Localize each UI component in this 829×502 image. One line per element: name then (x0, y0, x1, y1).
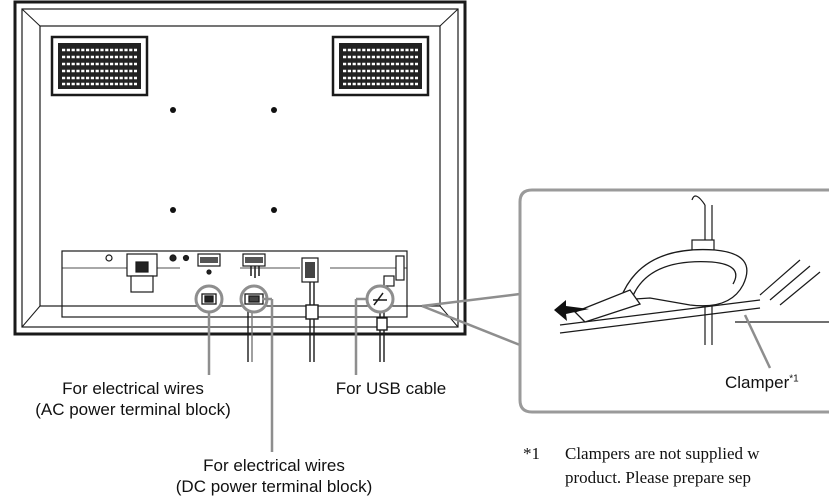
vesa-holes (170, 107, 277, 213)
label-ac-line1: For electrical wires (2, 378, 264, 399)
cables (248, 282, 387, 362)
label-dc-terminal: For electrical wires (DC power terminal … (166, 455, 382, 497)
label-ac-line2: (AC power terminal block) (2, 399, 264, 420)
leader-lines (209, 299, 367, 452)
footnote-mark: *1 (523, 442, 565, 466)
label-ac-terminal: For electrical wires (AC power terminal … (2, 378, 264, 420)
label-usb: For USB cable (326, 378, 456, 399)
label-dc-line2: (DC power terminal block) (166, 476, 382, 497)
vent-left (52, 37, 147, 95)
callout-lines (422, 294, 520, 345)
label-dc-line1: For electrical wires (166, 455, 382, 476)
footnote-line1: Clampers are not supplied w (565, 444, 760, 463)
footnote-line2: product. Please prepare sep (565, 468, 751, 487)
label-clamper: Clamper*1 (725, 372, 799, 393)
clamper-footnote-ref: *1 (789, 373, 798, 384)
vent-right (333, 37, 428, 95)
